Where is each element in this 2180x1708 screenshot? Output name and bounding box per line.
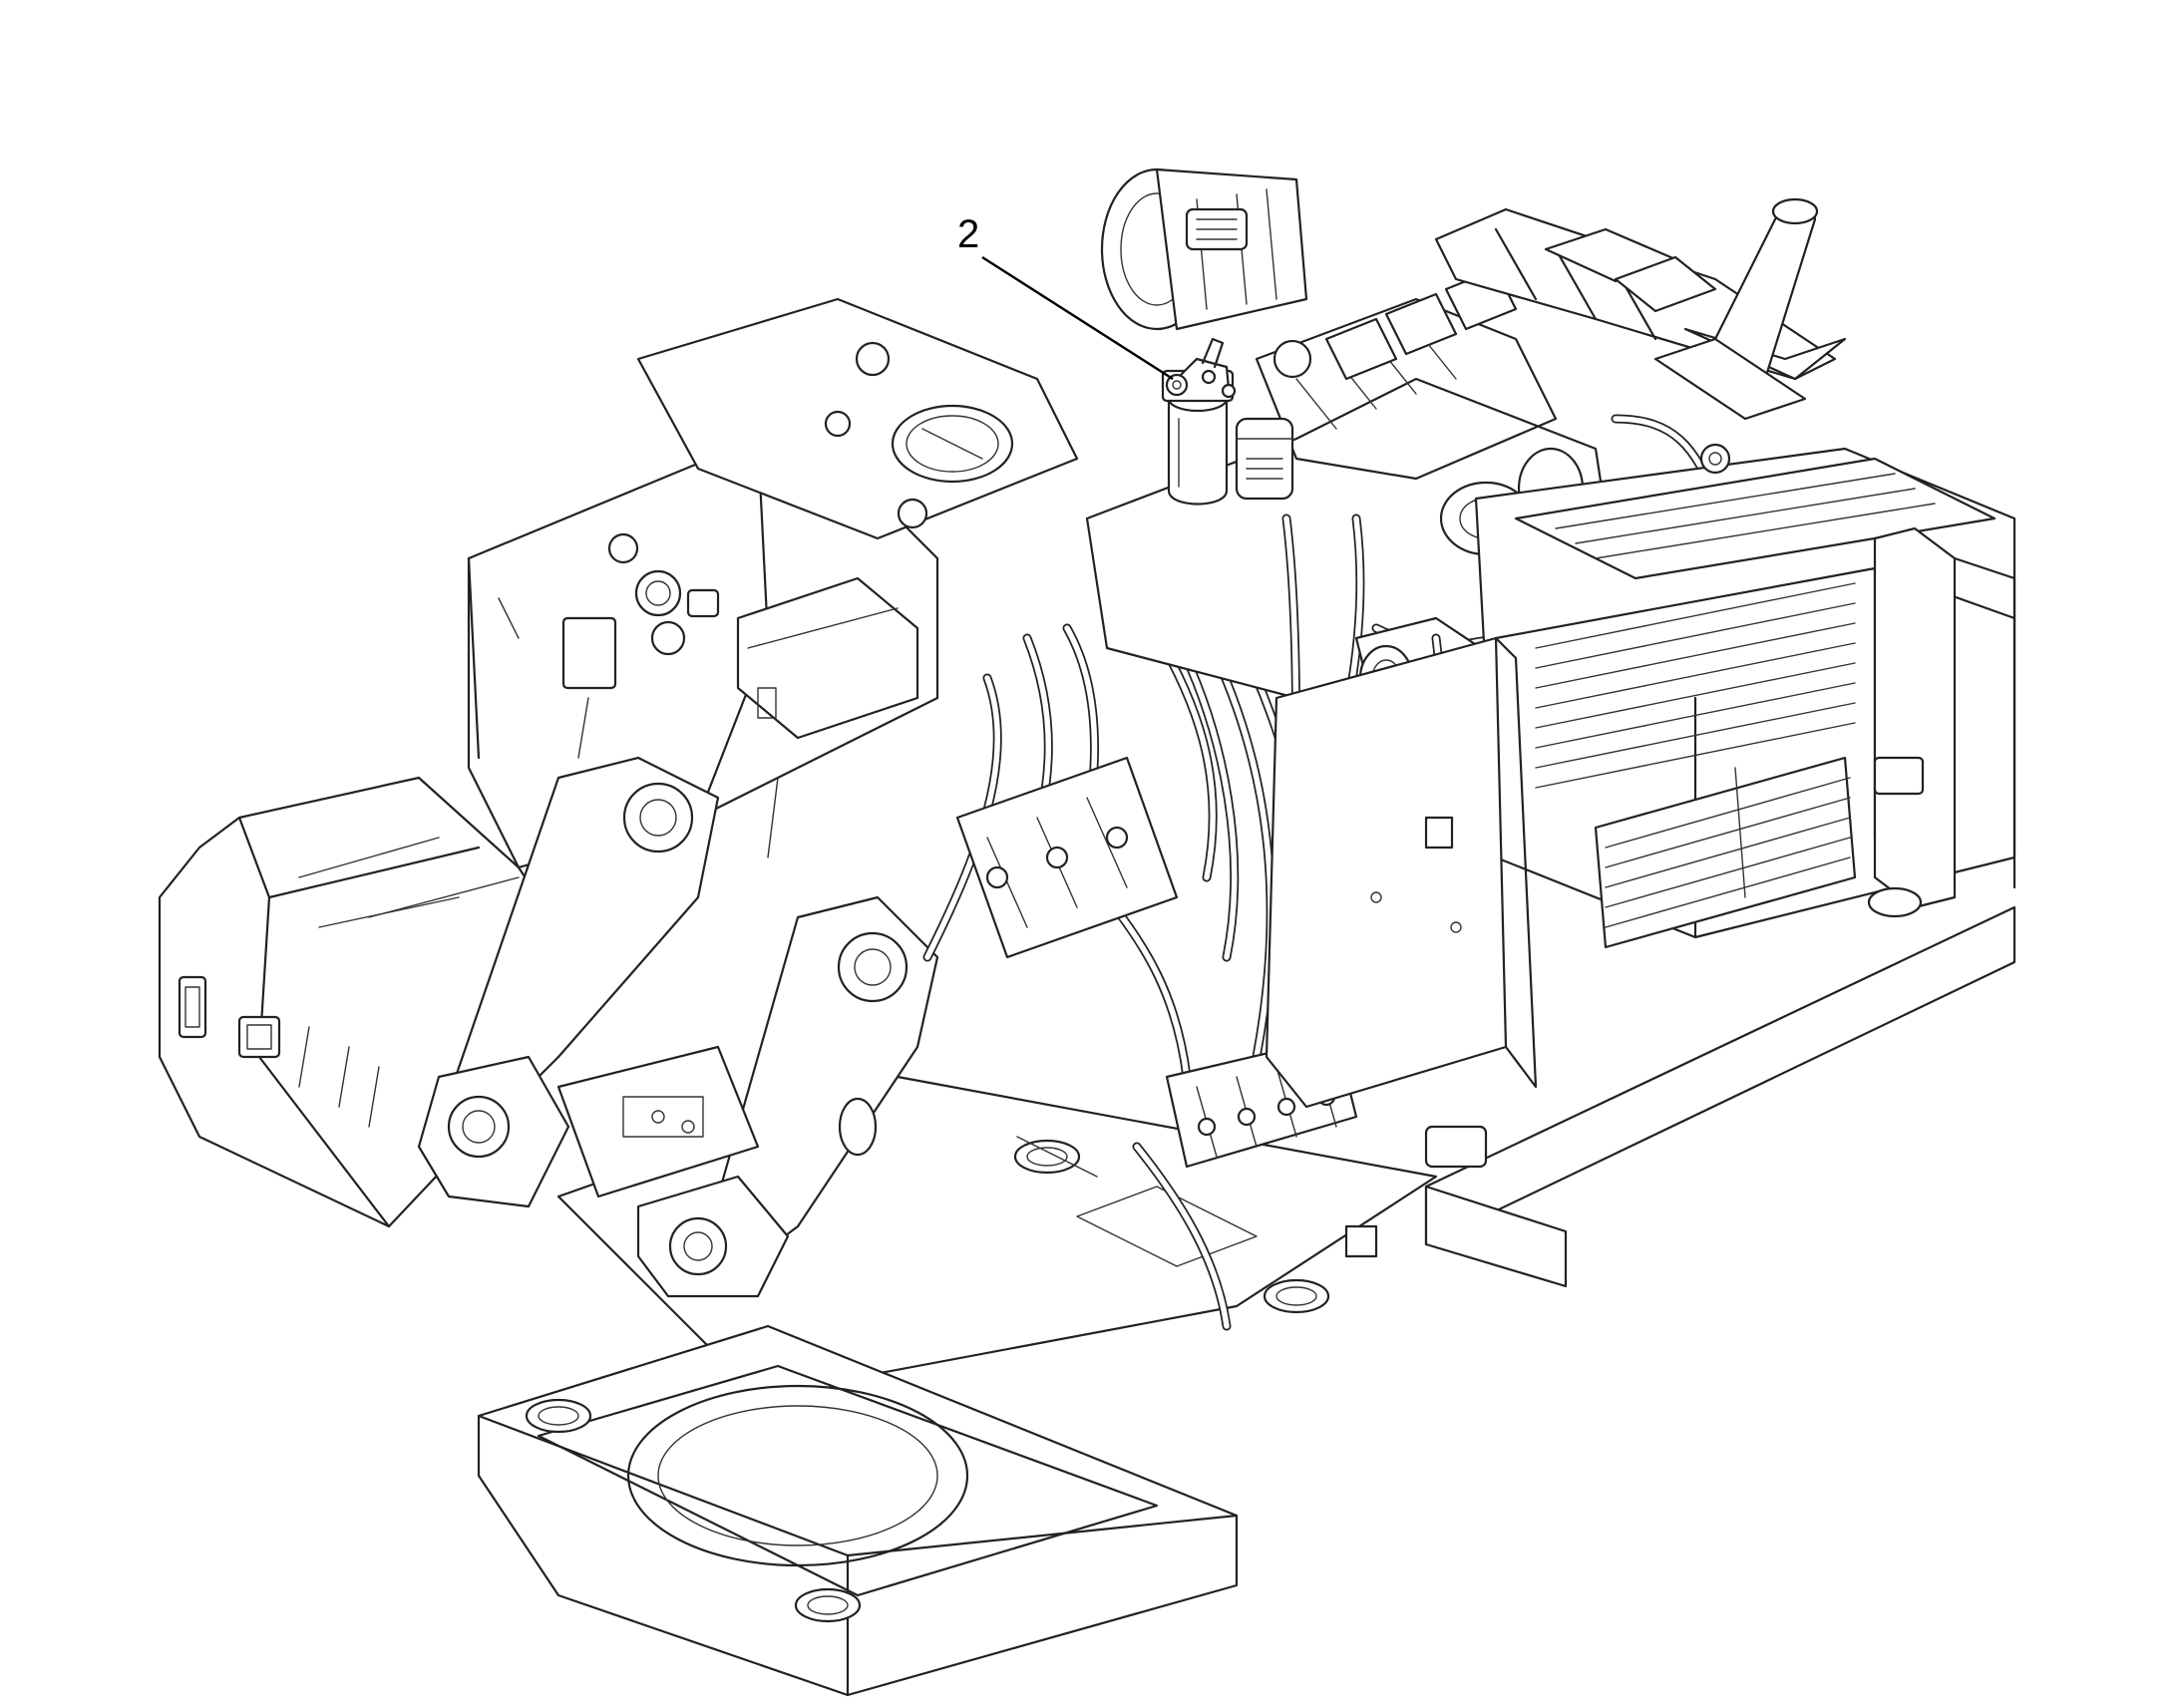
leader-line: [981, 255, 1174, 381]
fuel-filter: [1161, 337, 1237, 506]
boom-mounting-brackets: [417, 756, 939, 1298]
radiator-cooler: [1265, 447, 2016, 1109]
callout-label-2: 2: [957, 212, 979, 256]
callout-2: 2: [957, 212, 1174, 381]
left-cab-housing: [158, 297, 1079, 1228]
exhaust-and-cover: [1434, 197, 1847, 475]
base-frame: [477, 905, 2016, 1697]
